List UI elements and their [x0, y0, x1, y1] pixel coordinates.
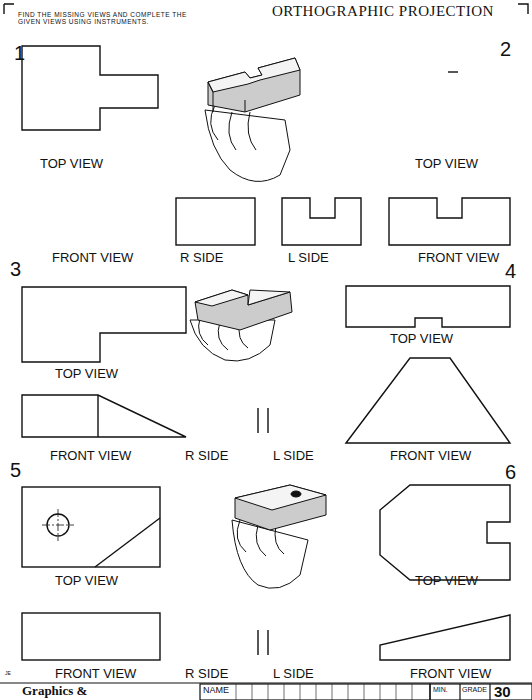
field-label: MIN.: [433, 686, 448, 694]
hand-illustration: [190, 290, 292, 361]
right-side-outline: [176, 198, 255, 245]
view-label: FRONT VIEW: [55, 667, 136, 681]
view-label: TOP VIEW: [55, 367, 118, 381]
hand-illustration: [205, 58, 300, 181]
view-label: R SIDE: [185, 449, 228, 463]
front-view-outline: [380, 615, 510, 660]
dash-mark: [448, 71, 458, 72]
field-label: NAME: [203, 686, 229, 696]
view-label: L SIDE: [273, 449, 314, 463]
edge-line: [95, 518, 160, 567]
side-view-marks: [258, 630, 268, 655]
view-label: FRONT VIEW: [52, 251, 133, 265]
side-view-marks: [258, 408, 268, 433]
view-label: FRONT VIEW: [50, 449, 131, 463]
view-label: TOP VIEW: [390, 332, 453, 346]
initials-mark: JE: [5, 671, 11, 677]
front-view-outline: [346, 358, 510, 443]
field-label: GRADE: [462, 686, 487, 694]
view-label: TOP VIEW: [415, 574, 478, 588]
view-label: TOP VIEW: [40, 157, 103, 171]
problem-number: 2: [500, 38, 511, 60]
view-label: L SIDE: [288, 251, 329, 265]
top-view-outline: [380, 485, 510, 580]
view-label: TOP VIEW: [415, 157, 478, 171]
view-label: R SIDE: [180, 251, 223, 265]
corner-mark: [518, 4, 528, 14]
top-view-outline: [22, 287, 186, 362]
problem-number: 4: [505, 260, 516, 282]
corner-mark: [4, 4, 14, 14]
top-view-outline: [22, 487, 160, 567]
top-view-outline: [22, 46, 158, 130]
view-label: TOP VIEW: [55, 574, 118, 588]
left-side-outline: [282, 198, 361, 245]
view-label: FRONT VIEW: [418, 251, 499, 265]
instruction-note: FIND THE MISSING VIEWS AND COMPLETE THE …: [18, 11, 208, 25]
hand-illustration: [232, 485, 326, 588]
problem-number: 1: [14, 42, 25, 64]
front-view-outline: [389, 198, 510, 245]
front-view-outline: [22, 395, 186, 437]
problem-number: 6: [505, 461, 516, 483]
front-view-outline: [22, 613, 160, 660]
view-label: FRONT VIEW: [410, 667, 491, 681]
view-label: L SIDE: [273, 667, 314, 681]
sheet-number: 30: [494, 684, 511, 700]
problem-number: 5: [10, 459, 21, 481]
problem-number: 3: [10, 258, 21, 280]
view-label: R SIDE: [185, 667, 228, 681]
view-label: FRONT VIEW: [390, 449, 471, 463]
center-lines: [42, 509, 74, 541]
title-block: [0, 683, 532, 700]
sheet-title: ORTHOGRAPHIC PROJECTION: [272, 3, 494, 20]
publisher-name: Graphics &: [22, 684, 87, 698]
top-view-outline: [346, 286, 510, 327]
